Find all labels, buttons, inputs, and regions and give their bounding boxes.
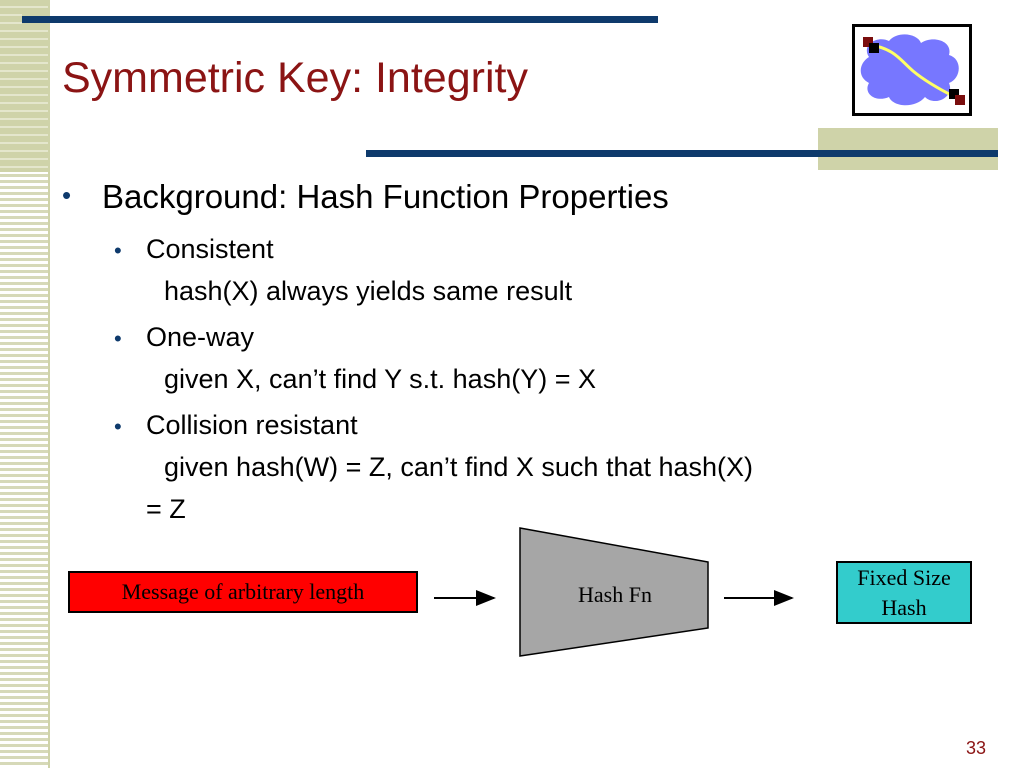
network-cloud-icon — [852, 24, 972, 116]
hash-function-label: Hash Fn — [578, 582, 652, 607]
output-label-line2: Hash — [881, 595, 927, 620]
slide-title: Symmetric Key: Integrity — [62, 54, 528, 102]
title-underline-accent-block — [818, 128, 998, 170]
bullet-dot: • — [114, 326, 122, 351]
input-message-label: Message of arbitrary length — [121, 579, 365, 604]
title-underline-bar — [366, 150, 998, 157]
sub-bullet-heading: One-way — [146, 322, 255, 352]
sub-bullet-detail: hash(X) always yields same result — [164, 276, 573, 306]
hash-function-shape — [519, 527, 709, 657]
top-accent-bar — [22, 16, 658, 23]
output-hash-box: Fixed Size Hash — [836, 561, 972, 624]
output-label-line1: Fixed Size — [857, 565, 951, 590]
bullet-dot: • — [114, 238, 122, 263]
left-stripe-border — [48, 0, 50, 768]
bullet-dot: • — [114, 414, 122, 439]
sub-bullet-heading: Consistent — [146, 234, 274, 264]
sub-bullet-heading: Collision resistant — [146, 410, 358, 440]
sub-bullet-detail: given hash(W) = Z, can’t find X such tha… — [164, 452, 754, 482]
input-message-box: Message of arbitrary length — [68, 571, 418, 613]
sub-bullet-detail: given X, can’t find Y s.t. hash(Y) = X — [164, 364, 596, 394]
sub-bullet-detail-continued: = Z — [146, 494, 186, 524]
main-bullet-text: Background: Hash Function Properties — [102, 178, 669, 215]
page-number: 33 — [965, 738, 986, 758]
bullet-dot: • — [62, 180, 72, 210]
